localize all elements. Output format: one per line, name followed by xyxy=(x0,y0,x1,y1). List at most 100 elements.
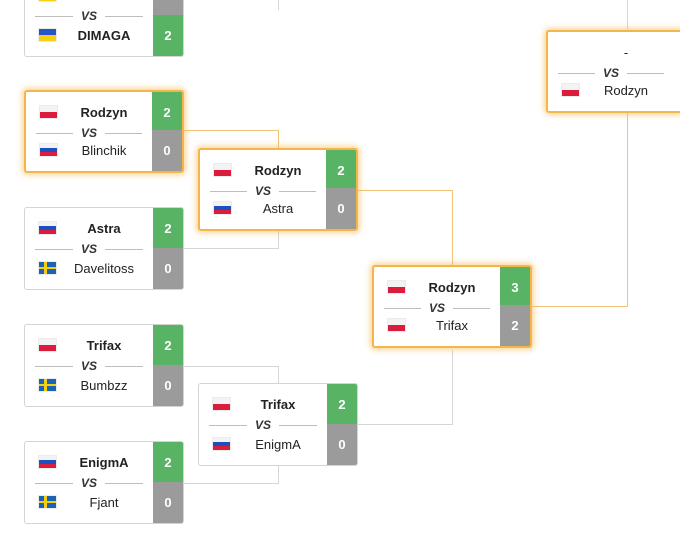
match-card[interactable]: - Rodzyn VS xyxy=(546,30,680,113)
team-row[interactable]: Bumbzz 0 xyxy=(25,365,183,406)
team-name: Rodzyn xyxy=(80,105,128,120)
vs-label: VS xyxy=(73,359,105,373)
pl-flag-icon xyxy=(213,398,230,410)
vs-divider: VS xyxy=(25,242,153,256)
bracket-connector-line xyxy=(357,190,452,191)
ua-flag-icon xyxy=(39,0,56,1)
pl-flag-icon xyxy=(388,319,405,331)
vs-label: VS xyxy=(247,418,279,432)
bracket-connector-line xyxy=(278,366,279,384)
team-name: Rodzyn xyxy=(428,280,476,295)
pl-flag-icon xyxy=(39,339,56,351)
team-row[interactable]: Trifax 2 xyxy=(25,325,183,366)
team-name: Bumbzz xyxy=(80,378,128,393)
pl-flag-icon xyxy=(214,164,231,176)
ru-flag-icon xyxy=(39,222,56,234)
team-name: Trifax xyxy=(86,338,122,353)
team-row[interactable]: Trifax 2 xyxy=(199,384,357,425)
bracket-connector-line xyxy=(278,230,279,249)
bracket-connector-line xyxy=(627,0,628,30)
winner-score-badge: 2 xyxy=(153,325,183,366)
team-name: Rodzyn xyxy=(603,83,649,98)
ru-flag-icon xyxy=(213,438,230,450)
bracket-connector-line xyxy=(627,112,628,307)
team-row[interactable]: Astra 2 xyxy=(25,208,183,249)
loser-score-badge: 0 xyxy=(327,424,357,465)
loser-score-badge xyxy=(153,0,183,16)
loser-score-badge: 0 xyxy=(153,482,183,523)
pl-flag-icon xyxy=(388,281,405,293)
team-name: Astra xyxy=(262,201,294,216)
loser-score-badge: 0 xyxy=(153,248,183,289)
team-name: DIMAGA xyxy=(77,28,131,43)
team-name: Rodzyn xyxy=(254,163,302,178)
ua-flag-icon xyxy=(39,29,56,41)
ru-flag-icon xyxy=(39,456,56,468)
winner-score-badge: 2 xyxy=(153,15,183,56)
bracket-connector-line xyxy=(452,350,453,425)
vs-label: VS xyxy=(73,476,105,490)
vs-divider: VS xyxy=(199,418,327,432)
vs-label: VS xyxy=(595,66,627,80)
winner-score-badge: 2 xyxy=(326,150,356,191)
vs-label: VS xyxy=(73,242,105,256)
winner-score-badge: 2 xyxy=(153,442,183,483)
winner-score-badge: 2 xyxy=(153,208,183,249)
vs-divider: VS xyxy=(26,126,152,140)
vs-label: VS xyxy=(247,184,279,198)
loser-score-badge: 0 xyxy=(152,130,182,171)
loser-score-badge: 0 xyxy=(326,188,356,229)
winner-score-badge: 2 xyxy=(327,384,357,425)
vs-divider: VS xyxy=(200,184,326,198)
bracket-connector-line xyxy=(357,424,452,425)
loser-score-badge: 0 xyxy=(153,365,183,406)
winner-score-badge: 3 xyxy=(500,267,530,308)
ru-flag-icon xyxy=(40,144,57,156)
team-row[interactable]: Fjant 0 xyxy=(25,482,183,523)
team-name: Trifax xyxy=(435,318,469,333)
team-row[interactable]: Astra 0 xyxy=(200,188,356,229)
bracket-connector-line xyxy=(184,248,278,249)
team-name: - xyxy=(623,45,629,60)
team-name: Fjant xyxy=(89,495,119,510)
vs-label: VS xyxy=(73,126,105,140)
vs-divider: VS xyxy=(25,9,153,23)
team-name: Trifax xyxy=(260,397,296,412)
team-row[interactable]: Rodzyn 3 xyxy=(374,267,530,308)
bracket-connector-line xyxy=(278,0,279,10)
team-name: Blinchik xyxy=(81,143,127,158)
pl-flag-icon xyxy=(40,106,57,118)
team-row[interactable]: EnigmA 0 xyxy=(199,424,357,465)
se-flag-icon xyxy=(39,262,56,274)
team-row[interactable]: Rodzyn 2 xyxy=(26,92,182,133)
team-row[interactable]: Rodzyn xyxy=(548,70,680,111)
team-name: Astra xyxy=(87,221,121,236)
team-row[interactable]: Rodzyn 2 xyxy=(200,150,356,191)
bracket-connector-line xyxy=(452,190,453,266)
winner-score-badge: 2 xyxy=(152,92,182,133)
team-row[interactable] xyxy=(25,0,183,16)
team-name: EnigmA xyxy=(79,455,129,470)
team-row[interactable]: EnigmA 2 xyxy=(25,442,183,483)
vs-divider: VS xyxy=(25,359,153,373)
bracket-connector-line xyxy=(184,366,278,367)
bracket-connector-line xyxy=(184,483,278,484)
team-name: EnigmA xyxy=(255,437,301,452)
ru-flag-icon xyxy=(214,202,231,214)
bracket-connector-line xyxy=(184,130,278,131)
team-row[interactable]: Blinchik 0 xyxy=(26,130,182,171)
team-row[interactable]: DIMAGA 2 xyxy=(25,15,183,56)
vs-divider: VS xyxy=(25,476,153,490)
team-row[interactable]: - xyxy=(548,32,680,73)
vs-label: VS xyxy=(421,301,453,315)
